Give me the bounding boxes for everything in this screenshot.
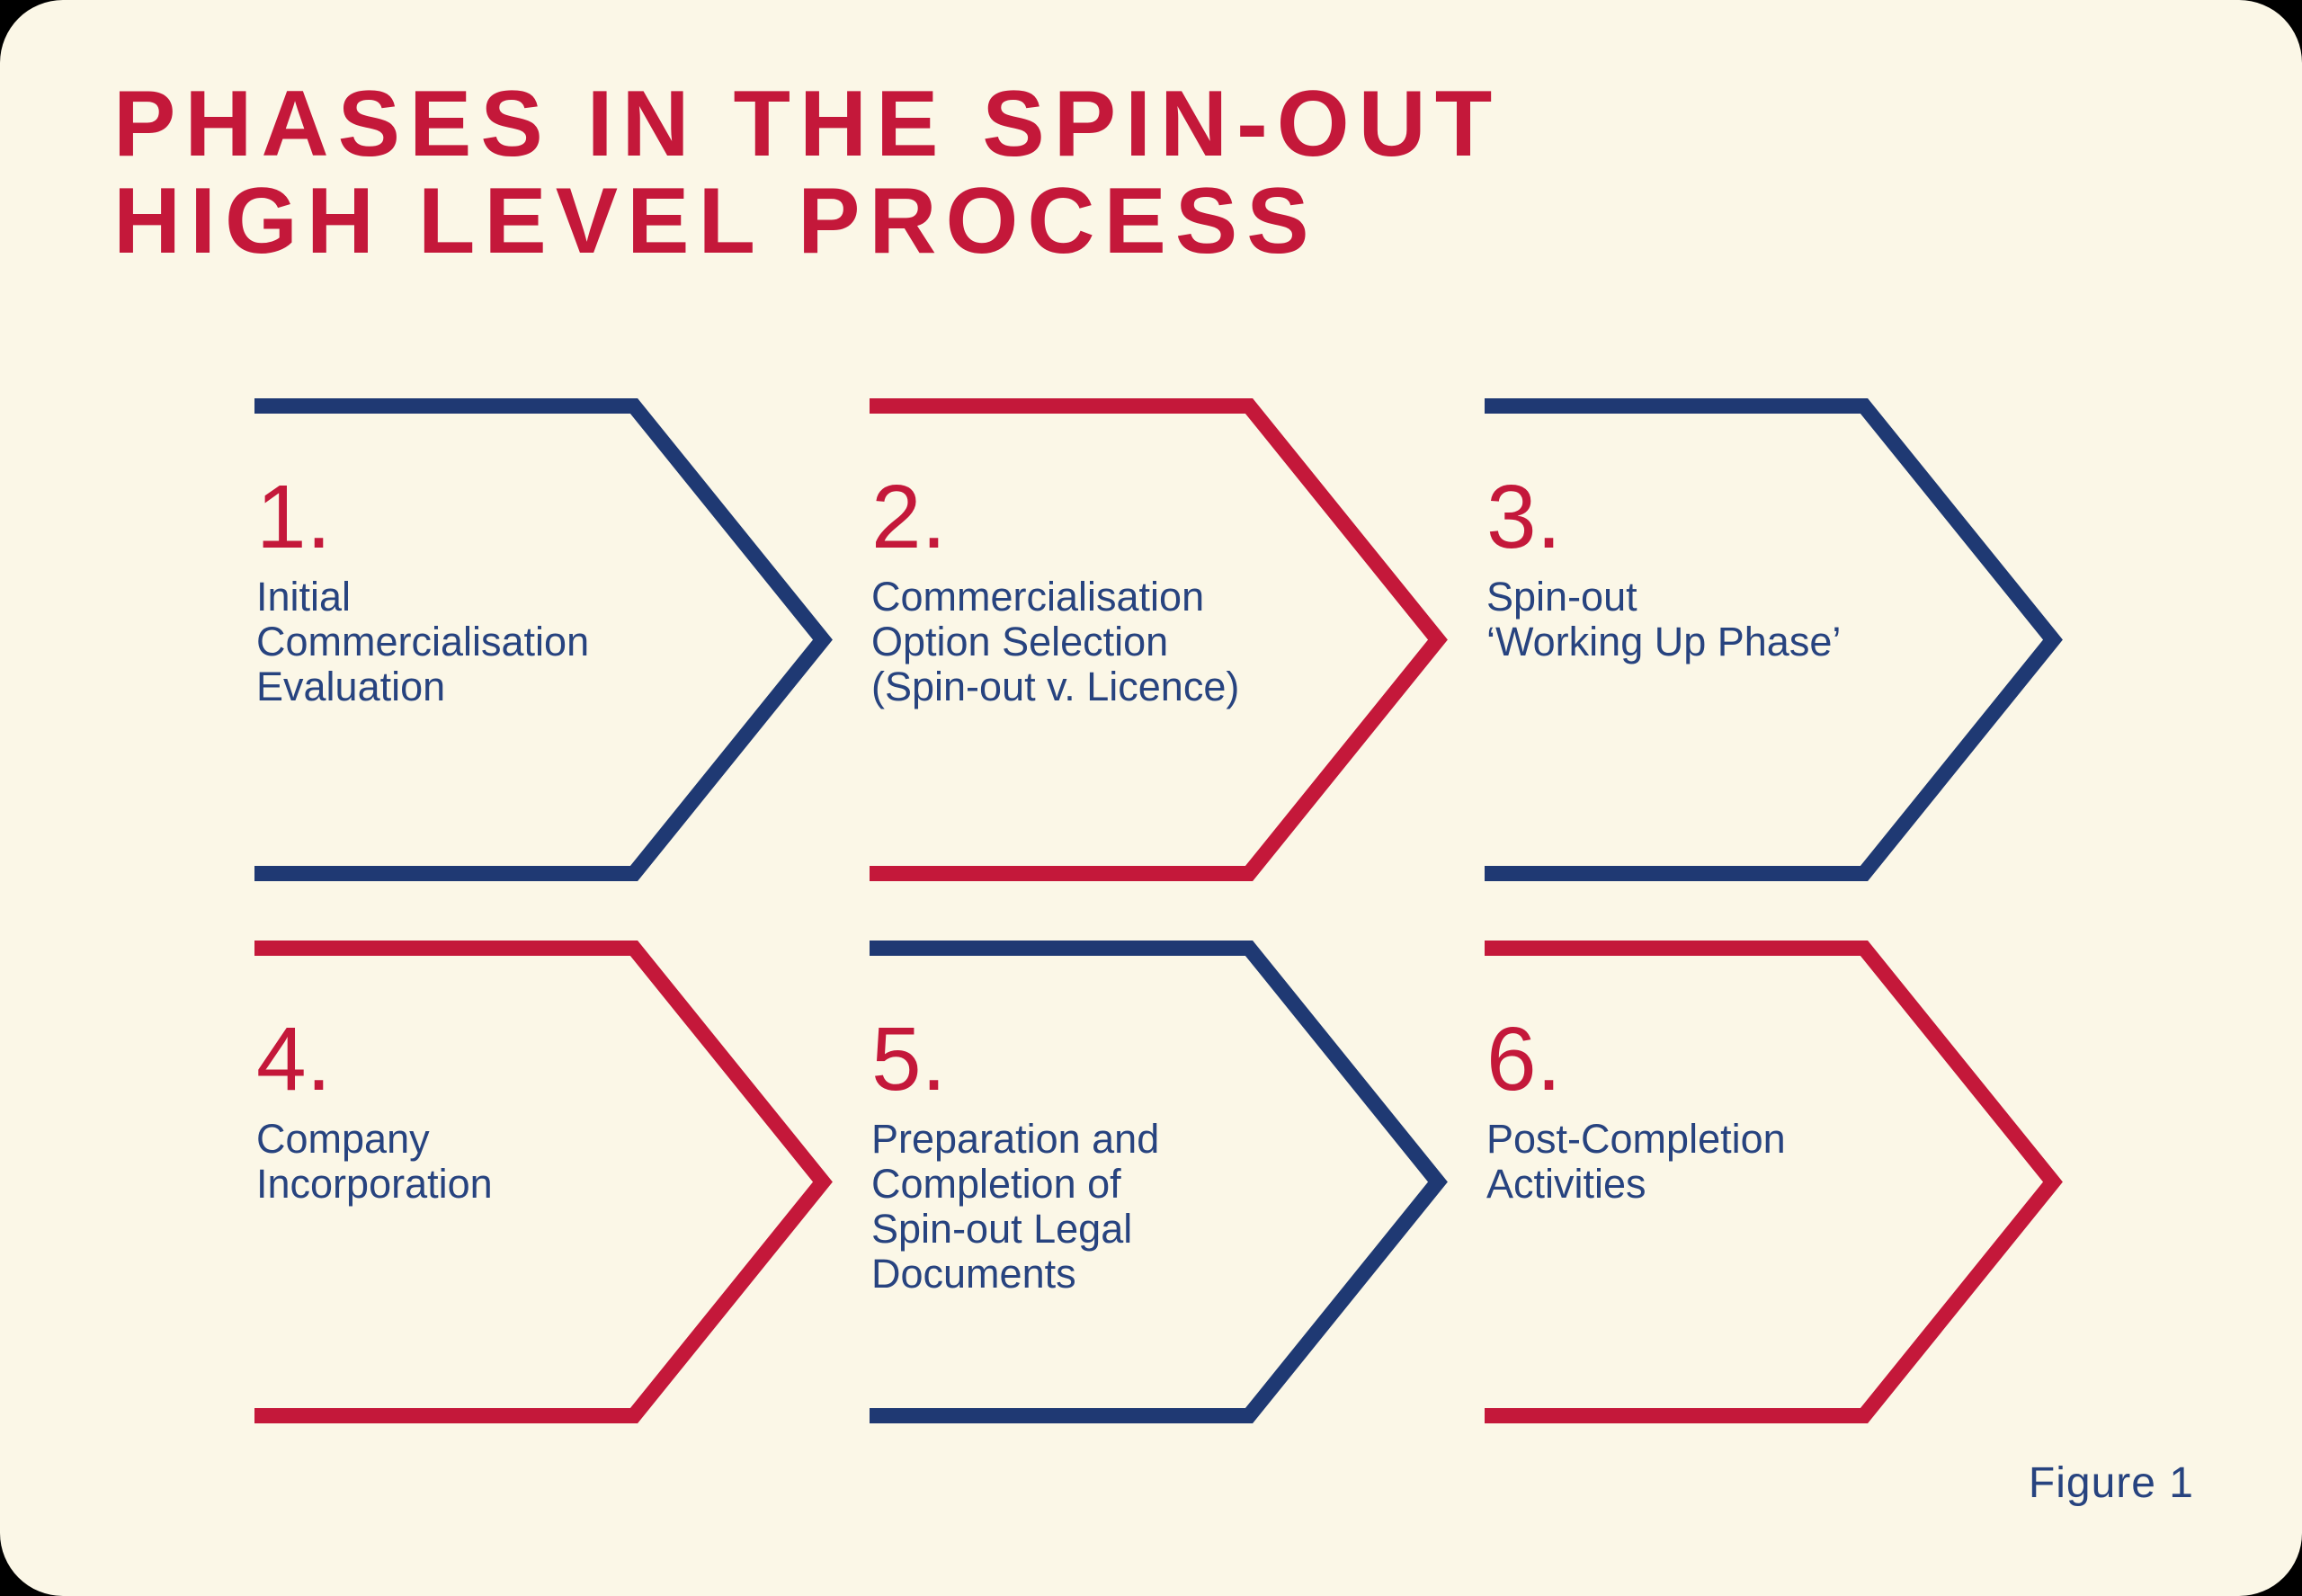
step-number: 2. (871, 467, 947, 567)
chevron-arrow-icon (870, 941, 1448, 1423)
chevron-arrow-icon (254, 398, 833, 881)
step-label: Commercialisation Option Selection (Spin… (871, 574, 1240, 709)
step-label: Preparation and Completion of Spin-out L… (871, 1116, 1160, 1297)
step-number: 4. (256, 1009, 332, 1110)
step-label: Initial Commercialisation Evaluation (256, 574, 590, 709)
step-number: 5. (871, 1009, 947, 1110)
process-step-2: 2. Commercialisation Option Selection (S… (870, 398, 1463, 881)
chevron-arrow-icon (254, 941, 833, 1423)
step-label: Spin-out ‘Working Up Phase’ (1486, 574, 1842, 664)
page-title: PHASES IN THE SPIN-OUT HIGH LEVEL PROCES… (113, 72, 1502, 273)
process-step-3: 3. Spin-out ‘Working Up Phase’ (1485, 398, 2078, 881)
step-number: 3. (1486, 467, 1562, 567)
step-number: 6. (1486, 1009, 1562, 1110)
process-step-4: 4. Company Incorporation (254, 941, 848, 1423)
chevron-arrow-icon (1485, 941, 2063, 1423)
step-number: 1. (256, 467, 332, 567)
process-step-6: 6. Post-Completion Activities (1485, 941, 2078, 1423)
process-step-5: 5. Preparation and Completion of Spin-ou… (870, 941, 1463, 1423)
chevron-arrow-icon (870, 398, 1448, 881)
step-label: Post-Completion Activities (1486, 1116, 1786, 1207)
step-label: Company Incorporation (256, 1116, 493, 1207)
chevron-arrow-icon (1485, 398, 2063, 881)
figure-caption: Figure 1 (2028, 1459, 2194, 1507)
process-step-1: 1. Initial Commercialisation Evaluation (254, 398, 848, 881)
